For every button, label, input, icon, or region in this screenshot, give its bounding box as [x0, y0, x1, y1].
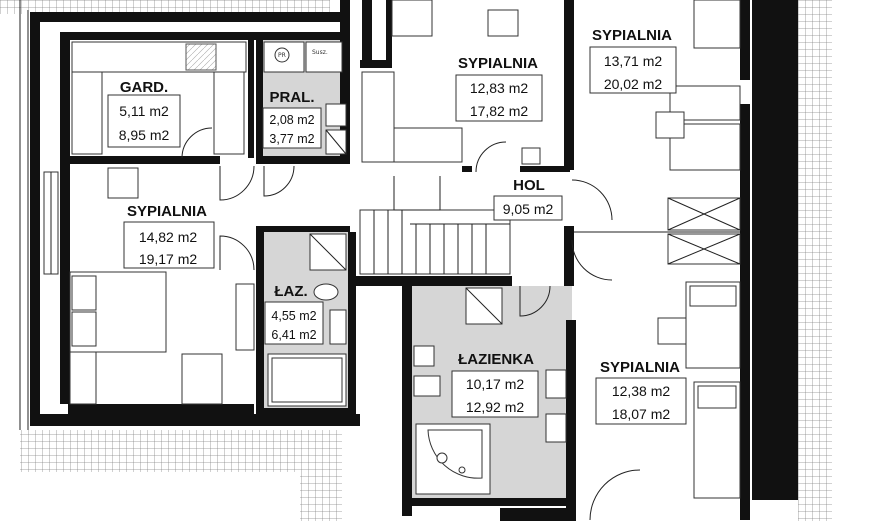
room-name: SYPIALNIA — [458, 55, 538, 72]
room-name: SYPIALNIA — [600, 359, 680, 376]
room-laz-small: ŁAZ. 4,55 m2 6,41 m2 — [271, 283, 316, 342]
room-area: 10,17 m2 — [466, 376, 525, 392]
bedroom-top-right-furniture — [655, 0, 741, 231]
room-area-secondary: 17,82 m2 — [470, 103, 529, 119]
small-bathroom-fixtures — [267, 233, 347, 407]
room-name: PRAL. — [270, 89, 315, 106]
laundry-fixtures — [263, 41, 347, 155]
room-area: 9,05 m2 — [503, 201, 554, 217]
room-area: 12,38 m2 — [612, 383, 671, 399]
room-gard: GARD. 5,11 m2 8,95 m2 — [119, 79, 170, 143]
room-name: SYPIALNIA — [127, 203, 207, 220]
room-hol: HOL 9,05 m2 — [503, 177, 554, 217]
room-area: 2,08 m2 — [269, 113, 314, 127]
room-sypialnia-mid: SYPIALNIA 12,83 m2 17,82 m2 — [458, 55, 538, 119]
room-area-secondary: 8,95 m2 — [119, 127, 170, 143]
room-area: 5,11 m2 — [119, 103, 169, 119]
room-name: GARD. — [120, 79, 168, 96]
room-name: ŁAZ. — [274, 283, 307, 300]
walls — [30, 0, 798, 521]
appliance-labels: PR Susz. — [278, 49, 328, 59]
window-left — [43, 171, 59, 275]
room-area-secondary: 3,77 m2 — [269, 132, 314, 146]
dryer-label: Susz. — [312, 49, 328, 56]
room-name: HOL — [513, 177, 545, 194]
room-area-secondary: 20,02 m2 — [604, 76, 663, 92]
room-area: 13,71 m2 — [604, 53, 663, 69]
room-area: 14,82 m2 — [139, 229, 198, 245]
room-area: 4,55 m2 — [271, 309, 316, 323]
roof-hatching — [0, 0, 832, 521]
room-area-secondary: 19,17 m2 — [139, 251, 198, 267]
bedroom-bottom-right-furniture — [657, 233, 741, 499]
room-sypialnia-bottom-right: SYPIALNIA 12,38 m2 18,07 m2 — [600, 359, 680, 422]
staircase — [359, 176, 511, 275]
room-area-secondary: 6,41 m2 — [271, 328, 316, 342]
door-swings — [181, 127, 641, 521]
room-area: 12,83 m2 — [470, 80, 529, 96]
room-pral: PRAL. 2,08 m2 3,77 m2 — [269, 89, 314, 146]
room-sypialnia-top-right: SYPIALNIA 13,71 m2 20,02 m2 — [592, 27, 672, 92]
wardrobe-shelves — [71, 41, 247, 155]
room-name: ŁAZIENKA — [458, 351, 534, 368]
room-sypialnia-left: SYPIALNIA 14,82 m2 19,17 m2 — [127, 203, 207, 267]
large-bathroom-fixtures — [413, 287, 567, 495]
room-area-secondary: 12,92 m2 — [466, 399, 525, 415]
room-lazienka: ŁAZIENKA 10,17 m2 12,92 m2 — [458, 351, 534, 415]
label-boxes — [107, 46, 687, 425]
washer-label: PR — [278, 52, 286, 59]
bedroom-left-furniture — [69, 167, 255, 405]
room-name: SYPIALNIA — [592, 27, 672, 44]
bedroom-mid-furniture — [361, 0, 541, 165]
room-area-secondary: 18,07 m2 — [612, 406, 671, 422]
